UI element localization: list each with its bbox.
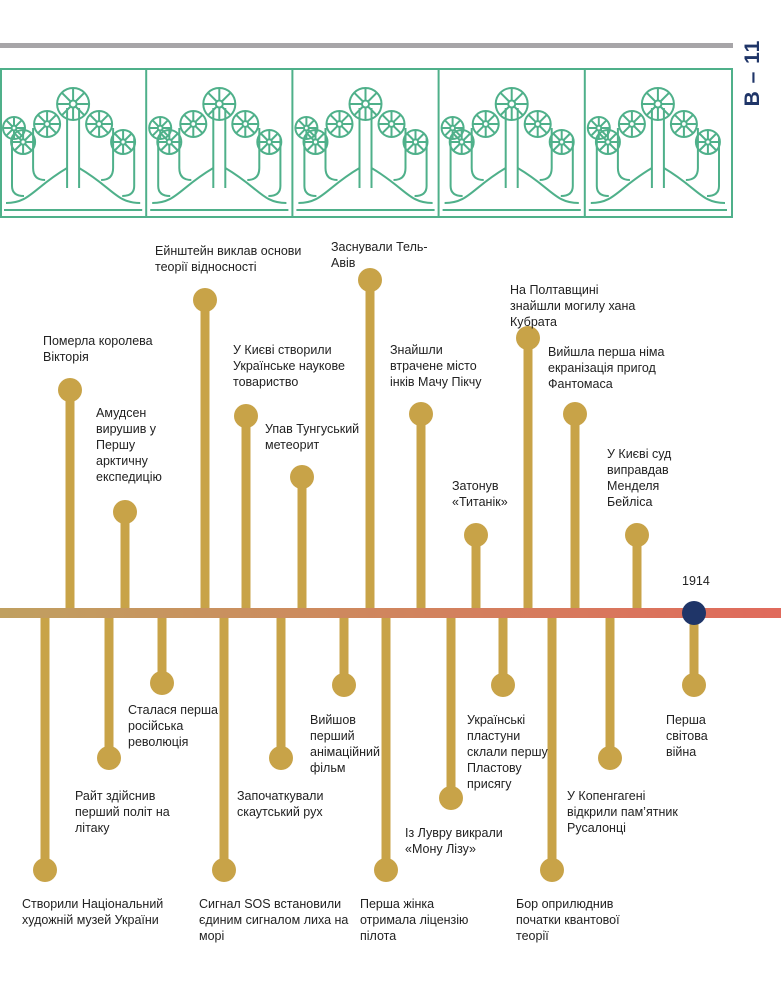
event-dot [598, 746, 622, 770]
event-dot [290, 465, 314, 489]
event-label: Упав Тунгуський метеорит [265, 422, 360, 452]
event-dot [97, 746, 121, 770]
art-nouveau-ornament [0, 68, 733, 218]
event-label: Сигнал SOS встановили єдиним сигналом ли… [199, 897, 349, 943]
event-label: Започаткували скаутський рух [237, 789, 324, 819]
top-rule [0, 43, 733, 48]
event-label: Райт здійснив перший політ на літаку [75, 789, 170, 835]
event-label: Перша світова війна [666, 713, 708, 759]
event-dot [439, 786, 463, 810]
event-label: Затонув «Титанік» [452, 479, 508, 509]
event-dot [374, 858, 398, 882]
event-label: Перша жінка отримала ліцензію пілота [360, 897, 469, 943]
year-label-1914: 1914 [682, 574, 710, 588]
event-dot [682, 673, 706, 697]
event-dot [269, 746, 293, 770]
ornament-panel [583, 68, 727, 218]
event-dot [491, 673, 515, 697]
event-label: Вийшов перший анімаційний фільм [310, 713, 380, 775]
ornament-panel [145, 68, 289, 218]
event-label: У Києві створили Українське наукове това… [233, 343, 345, 389]
event-dot [625, 523, 649, 547]
event-label: Заснували Тель-Авів [331, 240, 428, 270]
event-dot [358, 268, 382, 292]
event-label: Вийшла перша німа екранізація пригод Фан… [548, 345, 665, 391]
event-label: У Копенгагені відкрили пам’ятник Русалон… [567, 789, 678, 835]
event-label: Бор оприлюднив початки квантової теорії [516, 897, 620, 943]
event-label: Сталася перша російська революція [128, 703, 218, 749]
event-dot [516, 326, 540, 350]
event-dot [193, 288, 217, 312]
event-label: Померла королева Вікторія [43, 334, 153, 364]
event-label: Ейнштейн виклав основи теорії відносност… [155, 244, 302, 274]
event-dot [33, 858, 57, 882]
event-label: У Києві суд виправдав Менделя Бейліса [607, 447, 672, 509]
year-marker [682, 601, 706, 625]
event-label: Із Лувру викрали «Мону Лізу» [405, 826, 503, 856]
event-label: На Полтавщині знайшли могилу хана Кубрат… [510, 283, 636, 329]
ornament-panel [291, 68, 435, 218]
event-label: Амудсен вирушив у Першу арктичну експеди… [96, 406, 162, 484]
timeline-axis [0, 608, 781, 618]
event-label: Знайшли втрачене місто інків Мачу Пікчу [390, 343, 482, 389]
event-dot [540, 858, 564, 882]
event-label: Створили Національний художній музей Укр… [22, 897, 164, 927]
event-dot [563, 402, 587, 426]
event-dot [332, 673, 356, 697]
event-dot [212, 858, 236, 882]
event-label: Українські пластуни склали першу Пластов… [467, 713, 548, 791]
event-dot [409, 402, 433, 426]
event-dot [58, 378, 82, 402]
event-dot [464, 523, 488, 547]
ornament-panel [2, 87, 143, 211]
event-dot [234, 404, 258, 428]
event-dot [113, 500, 137, 524]
event-dot [150, 671, 174, 695]
ornament-panel [437, 68, 581, 218]
